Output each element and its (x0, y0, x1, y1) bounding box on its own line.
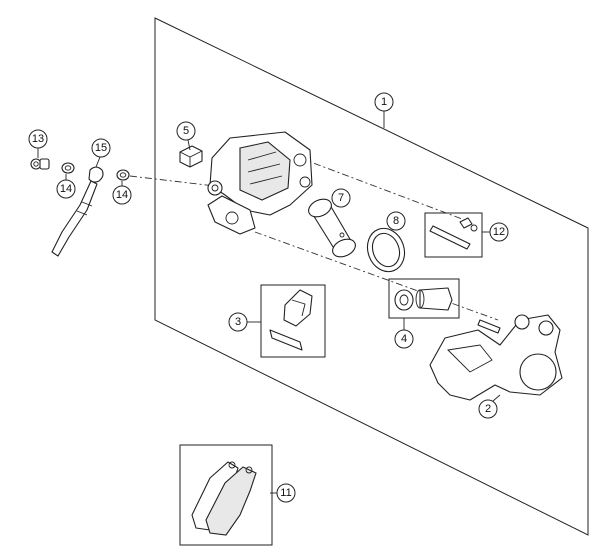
caliper-carrier-part (429, 314, 563, 401)
callout-14-right: 14 (112, 185, 132, 205)
callout-label: 13 (32, 133, 44, 145)
callout-3: 3 (228, 312, 248, 332)
callout-12: 12 (489, 222, 509, 242)
callout-7: 7 (331, 188, 351, 208)
callout-label: 3 (235, 316, 241, 328)
callout-13: 13 (28, 129, 48, 149)
bleed-valve-part (179, 145, 203, 168)
piston-seal-ring-part (366, 227, 406, 273)
sealing-washer-left-part (61, 162, 75, 174)
assembly-frame (154, 17, 589, 536)
callout-label: 15 (95, 142, 107, 154)
callout-14-left: 14 (56, 179, 76, 199)
callout-2: 2 (478, 399, 498, 419)
callout-5: 5 (176, 121, 196, 141)
callout-15: 15 (91, 138, 111, 158)
callout-4: 4 (394, 329, 414, 349)
pad-spring-part (260, 284, 326, 358)
pin-set-part (424, 212, 483, 258)
callout-11: 11 (276, 483, 296, 503)
callout-label: 14 (60, 183, 72, 195)
guide-bushing-set-part (388, 278, 460, 319)
callout-label: 8 (393, 215, 399, 227)
callout-label: 12 (493, 226, 505, 238)
callout-label: 4 (401, 333, 407, 345)
callout-label: 7 (338, 192, 344, 204)
alignment-lines (129, 157, 499, 321)
callout-label: 14 (116, 189, 128, 201)
callout-8: 8 (386, 211, 406, 231)
brake-pads-part (179, 444, 273, 546)
bleed-screw-part (30, 158, 50, 170)
callout-label: 11 (280, 487, 291, 499)
brake-piston-part (308, 198, 356, 258)
callout-label: 2 (485, 403, 491, 415)
caliper-body-part (207, 131, 313, 235)
callout-label: 5 (183, 125, 189, 137)
brake-line-part (51, 166, 104, 257)
callout-label: 1 (381, 96, 387, 108)
callout-1: 1 (374, 92, 394, 112)
sealing-washer-right-part (116, 169, 130, 181)
